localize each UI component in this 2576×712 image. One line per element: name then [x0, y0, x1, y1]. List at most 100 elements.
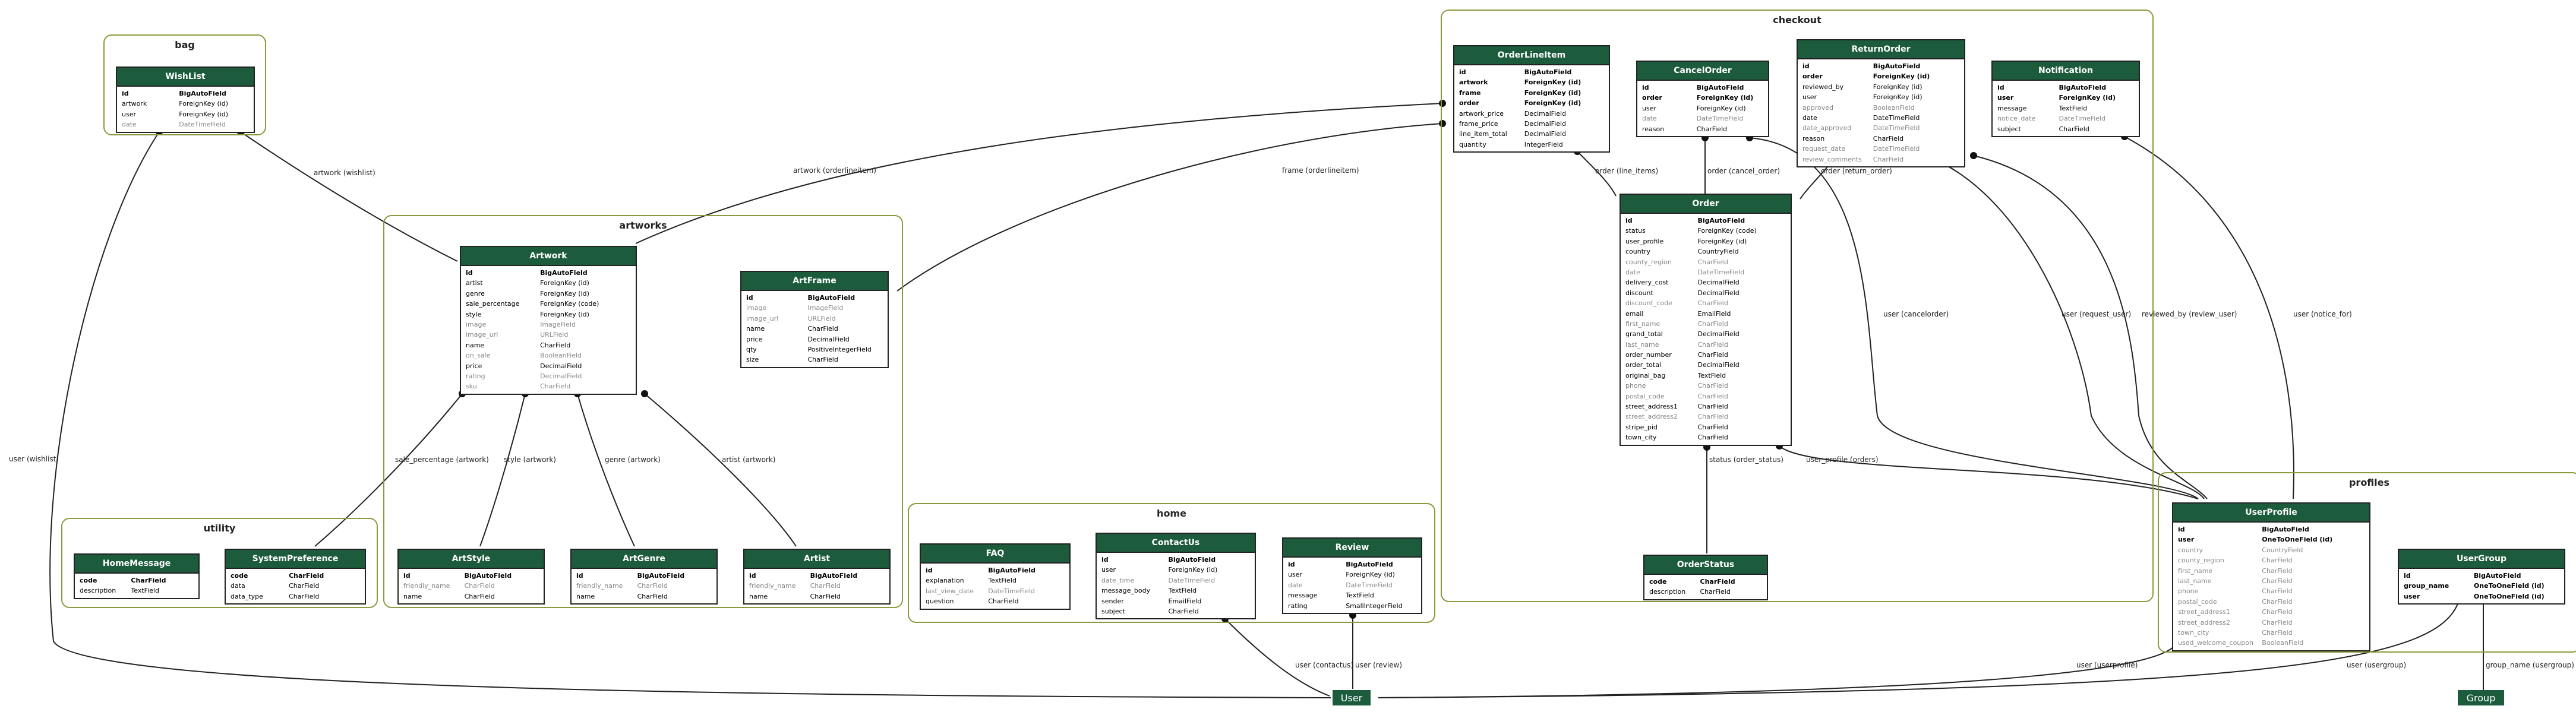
field-name: review_comments: [1802, 155, 1862, 163]
field-type: DecimalField: [807, 335, 850, 343]
field-name: name: [746, 325, 765, 333]
field-type: CharField: [2262, 608, 2293, 616]
node-user[interactable]: User: [1333, 690, 1371, 705]
field-type: DateTimeField: [1168, 576, 1216, 584]
field-name: image: [746, 304, 767, 312]
field-type: CharField: [637, 592, 668, 600]
field-name: status: [1625, 227, 1646, 235]
field-type: EmailField: [1697, 309, 1731, 318]
field-type: BigAutoField: [464, 572, 512, 580]
field-type: DecimalField: [1524, 119, 1567, 128]
field-name: street_address1: [1625, 403, 1678, 411]
entity-title: ArtStyle: [399, 550, 544, 569]
field-name: discount: [1625, 289, 1653, 297]
field-type: CharField: [637, 582, 668, 590]
field-type: CountryField: [1697, 248, 1739, 256]
entity-title: Notification: [1993, 62, 2139, 81]
field-type: OneToOneField (id): [2473, 592, 2545, 600]
field-name: id: [2404, 572, 2411, 580]
field-type: ForeignKey (id): [1873, 83, 1922, 91]
field-name: discount_code: [1625, 299, 1672, 308]
field-type: TextField: [1697, 371, 1726, 379]
field-type: DateTimeField: [988, 587, 1035, 595]
field-type: CharField: [807, 325, 838, 333]
field-name: id: [1802, 62, 1810, 70]
edge-label: user (wishlist): [9, 455, 59, 463]
field-name: size: [746, 356, 759, 364]
field-type: CharField: [1697, 392, 1728, 400]
node-group[interactable]: Group: [2458, 690, 2504, 705]
field-type: ForeignKey (code): [1697, 227, 1757, 235]
field-name: artist: [466, 279, 483, 287]
field-type: ForeignKey (code): [540, 300, 599, 308]
cluster-title: bag: [175, 39, 195, 50]
field-row: friendly_name CharField: [576, 581, 712, 591]
field-name: rating: [1288, 602, 1308, 610]
field-type: ForeignKey (id): [1873, 93, 1922, 102]
field-type: CharField: [464, 592, 495, 600]
field-type: CharField: [810, 582, 841, 590]
field-name: data_type: [231, 592, 263, 600]
field-type: ForeignKey (id): [540, 310, 589, 318]
field-type: DecimalField: [1697, 330, 1740, 338]
field-name: id: [122, 90, 129, 97]
field-name: street_address1: [2178, 608, 2230, 616]
field-type: DateTimeField: [1697, 268, 1745, 276]
field-row: status ForeignKey (code): [1625, 226, 1786, 236]
field-type: PositiveIntegerField: [807, 345, 872, 353]
edge-orderlineitem-frame: [896, 123, 1443, 292]
field-name: user: [1101, 566, 1116, 574]
cluster-title: checkout: [1773, 14, 1821, 26]
field-type: BigAutoField: [1873, 62, 1921, 70]
field-type: DateTimeField: [179, 121, 226, 129]
field-name: id: [1625, 217, 1633, 224]
field-name: friendly_name: [576, 582, 623, 590]
field-type: CharField: [2059, 125, 2089, 133]
field-type: ForeignKey (id): [1696, 94, 1754, 102]
field-type: ForeignKey (id): [2059, 94, 2116, 102]
field-name: country: [2178, 546, 2204, 554]
field-row: street_address1 CharField: [2178, 607, 2365, 617]
field-name: id: [2178, 526, 2185, 533]
